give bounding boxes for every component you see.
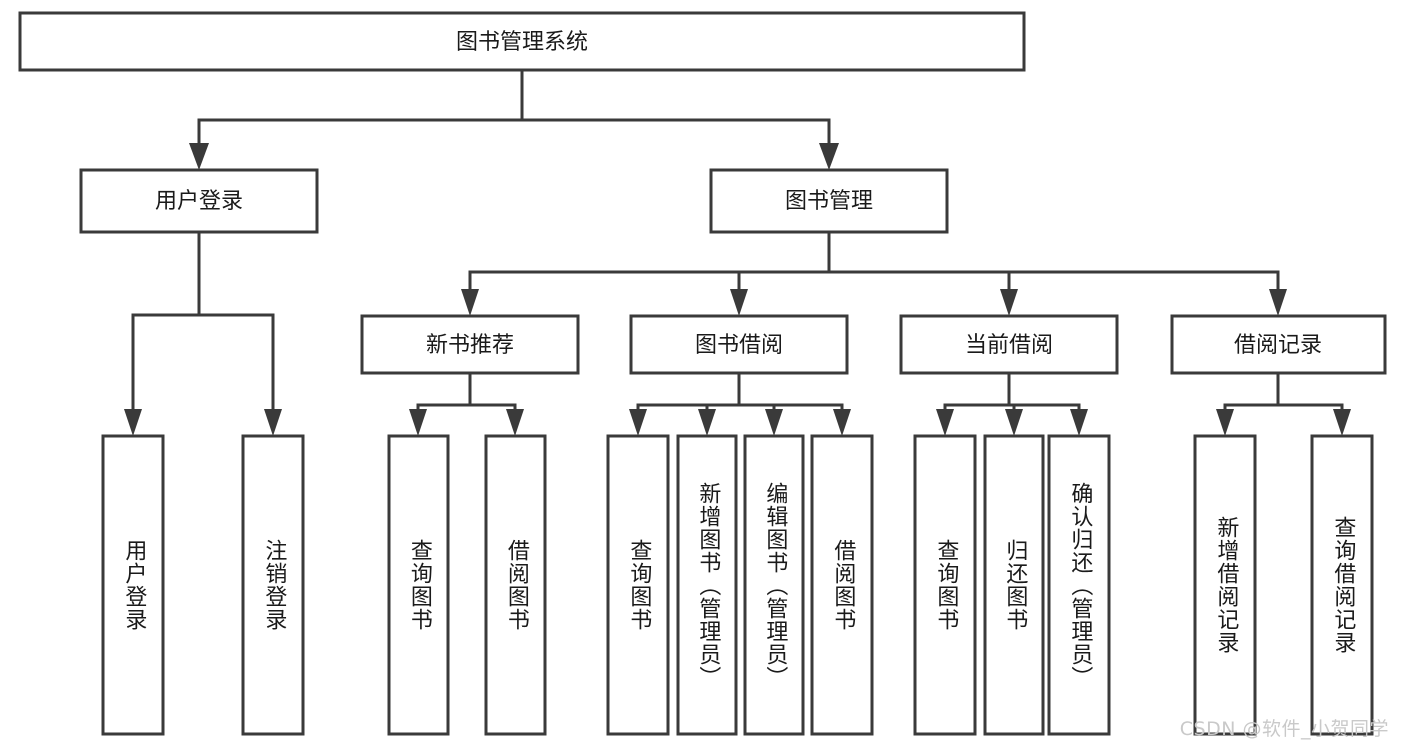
node-label-new-book-recommend: 新书推荐 xyxy=(426,333,514,358)
arrow-head-book-borrow xyxy=(730,289,748,316)
node-box-leaf-add-book[interactable] xyxy=(676,434,738,736)
connector-group-user-login xyxy=(124,230,282,436)
node-label-borrow-record: 借阅记录 xyxy=(1234,333,1322,358)
node-box-leaf-user-login[interactable] xyxy=(101,434,165,736)
node-box-leaf-confirm-return[interactable] xyxy=(1047,434,1111,736)
node-box-current-borrow[interactable] xyxy=(899,314,1119,375)
node-label-user-login: 用户登录 xyxy=(155,189,243,214)
node-box-leaf-query-book-2[interactable] xyxy=(606,434,670,736)
connector-group-book-manage xyxy=(461,230,1287,316)
connector-group-root xyxy=(189,68,839,170)
node-box-leaf-user-logout[interactable] xyxy=(241,434,305,736)
arrow-head-new-book-recommend xyxy=(461,289,479,316)
node-label-root: 图书管理系统 xyxy=(456,30,588,55)
arrow-head-leaf-query-record xyxy=(1333,409,1351,436)
node-box-borrow-record[interactable] xyxy=(1170,314,1387,375)
node-box-leaf-add-record[interactable] xyxy=(1193,434,1257,736)
node-box-leaf-return-book[interactable] xyxy=(983,434,1045,736)
node-box-new-book-recommend[interactable] xyxy=(360,314,580,375)
arrow-head-leaf-query-book-1 xyxy=(409,409,427,436)
arrow-head-current-borrow xyxy=(1000,289,1018,316)
arrow-head-book-manage xyxy=(819,143,839,170)
arrow-head-borrow-record xyxy=(1269,289,1287,316)
arrow-head-leaf-query-book-2 xyxy=(629,409,647,436)
watermark-text: CSDN @软件_小贺同学 xyxy=(1179,718,1389,740)
arrow-head-leaf-return-book xyxy=(1005,409,1023,436)
node-label-current-borrow: 当前借阅 xyxy=(965,333,1053,358)
arrow-head-user-login xyxy=(189,143,209,170)
arrow-head-leaf-confirm-return xyxy=(1070,409,1088,436)
connector-group-borrow-record xyxy=(1216,371,1351,436)
arrow-head-leaf-borrow-book-1 xyxy=(506,409,524,436)
node-box-book-borrow[interactable] xyxy=(629,314,849,375)
node-box-leaf-query-book-3[interactable] xyxy=(913,434,977,736)
node-box-leaf-borrow-book-2[interactable] xyxy=(810,434,874,736)
node-label-book-borrow: 图书借阅 xyxy=(695,333,783,358)
node-box-book-manage[interactable] xyxy=(709,168,949,234)
arrow-head-leaf-user-login xyxy=(124,409,142,436)
arrow-head-leaf-user-logout xyxy=(264,409,282,436)
arrow-head-leaf-query-book-3 xyxy=(936,409,954,436)
node-box-leaf-edit-book[interactable] xyxy=(743,434,805,736)
arrow-head-leaf-borrow-book-2 xyxy=(833,409,851,436)
connector-group-current-borrow xyxy=(936,371,1088,436)
node-box-leaf-query-book-1[interactable] xyxy=(387,434,450,736)
node-box-root[interactable] xyxy=(18,11,1026,72)
node-label-book-manage: 图书管理 xyxy=(785,189,873,214)
arrow-head-leaf-add-book xyxy=(698,409,716,436)
connector-group-book-borrow xyxy=(629,371,851,436)
arrow-head-leaf-add-record xyxy=(1216,409,1234,436)
node-box-user-login[interactable] xyxy=(79,168,319,234)
connector-group-new-book-recommend xyxy=(409,371,524,436)
node-box-leaf-query-record[interactable] xyxy=(1310,434,1374,736)
arrow-head-leaf-edit-book xyxy=(765,409,783,436)
node-box-leaf-borrow-book-1[interactable] xyxy=(484,434,547,736)
